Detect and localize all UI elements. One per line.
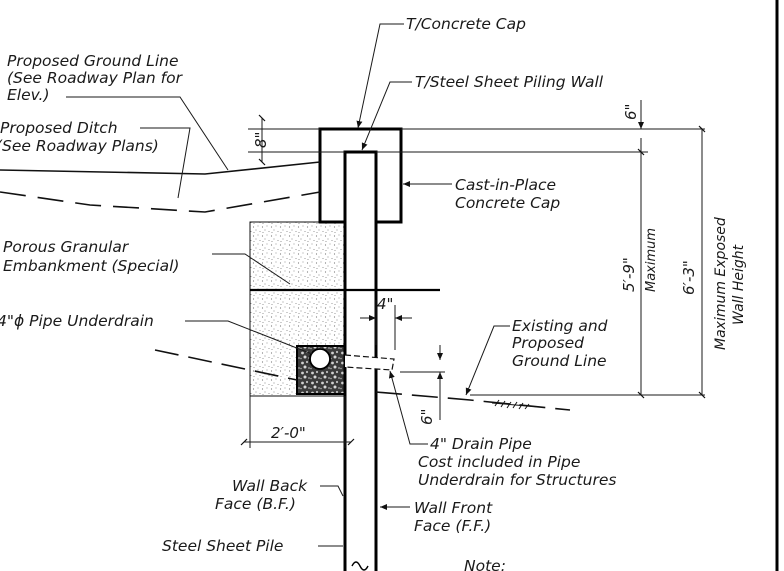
dim-2ft-text: 2′-0" — [271, 424, 306, 442]
leader-proposed-ground — [66, 96, 229, 171]
dim-5ft9-note: Maximum — [644, 228, 659, 292]
label-existing-ground-2: Proposed — [512, 334, 584, 352]
leader-pipe-underdrain — [185, 320, 313, 355]
proposed-ditch-line — [0, 191, 321, 213]
drain-pipe — [344, 354, 395, 371]
label-pipe-underdrain: 4"ϕ Pipe Underdrain — [0, 312, 154, 330]
label-note: Note: — [464, 557, 506, 571]
label-wall-back-2: Face (B.F.) — [215, 495, 296, 513]
leader-existing-ground — [465, 325, 510, 396]
dim-6ft3-text: 6′-3" — [680, 260, 698, 295]
label-existing-ground-3: Ground Line — [512, 352, 607, 370]
label-drain-pipe-1: 4" Drain Pipe — [430, 435, 532, 453]
proposed-ground-line — [0, 161, 321, 175]
label-porous-granular-1: Porous Granular — [3, 238, 130, 256]
label-drain-pipe-3: Underdrain for Structures — [418, 471, 616, 489]
leader-sheet-piling — [361, 81, 412, 151]
dim-6in-top-text: 6" — [622, 104, 640, 120]
pile-break-symbol — [351, 561, 369, 571]
label-sheet-piling-top: T/Steel Sheet Piling Wall — [415, 73, 604, 91]
label-drain-pipe-2: Cost included in Pipe — [418, 453, 580, 471]
leader-wall-back — [320, 485, 344, 497]
leader-concrete-cap — [356, 23, 404, 129]
label-proposed-ditch-2: (See Roadway Plans) — [0, 137, 159, 155]
label-proposed-ground-2: (See Roadway Plan for — [7, 69, 184, 87]
ground-hatch-icon — [491, 399, 541, 410]
label-proposed-ground-1: Proposed Ground Line — [7, 52, 178, 70]
label-concrete-cap-top: T/Concrete Cap — [406, 15, 526, 33]
label-cast-in-place-1: Cast-in-Place — [455, 176, 556, 194]
label-porous-granular-2: Embankment (Special) — [3, 257, 179, 275]
leader-porous — [212, 253, 291, 285]
leader-drain-pipe — [388, 370, 428, 445]
label-wall-back-1: Wall Back — [232, 477, 308, 495]
dim-6ft3-note-2: Wall Height — [731, 244, 747, 325]
pipe-underdrain-icon — [309, 348, 331, 370]
dim-4in-text: 4" — [377, 295, 393, 313]
label-steel-sheet-pile: Steel Sheet Pile — [162, 537, 283, 555]
label-wall-front-1: Wall Front — [414, 499, 493, 517]
label-cast-in-place-2: Concrete Cap — [455, 194, 560, 212]
dim-6in-low-text: 6" — [418, 409, 436, 425]
label-proposed-ditch-1: Proposed Ditch — [0, 119, 118, 137]
existing-ground-line — [154, 349, 298, 381]
label-existing-ground-1: Existing and — [512, 317, 608, 335]
label-wall-front-2: Face (F.F.) — [414, 517, 491, 535]
dim-5ft9-text: 5′-9" — [620, 257, 638, 292]
leader-proposed-ditch — [140, 127, 191, 199]
dim-8in-text: 8" — [252, 132, 270, 148]
label-proposed-ground-3: Elev.) — [7, 86, 50, 104]
dim-6ft3-note-1: Maximum Exposed — [713, 217, 729, 350]
